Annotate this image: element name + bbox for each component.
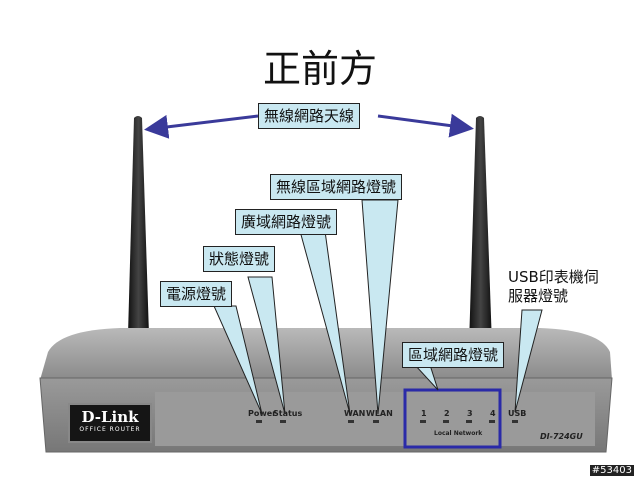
antenna-arrow-left: [144, 114, 259, 139]
watermark: #53403: [589, 465, 634, 476]
label-wlan: WLAN: [366, 409, 393, 418]
label-port-4: 4: [490, 409, 496, 418]
logo-subtitle: OFFICE ROUTER: [79, 426, 141, 433]
model-number: DI-724GU: [540, 432, 583, 441]
label-port-3: 3: [467, 409, 473, 418]
page-title: 正前方: [262, 47, 377, 91]
callout-usb-led-line1: USB印表機伺: [508, 268, 599, 286]
label-status: Status: [273, 409, 303, 418]
router-front-panel: [155, 392, 595, 446]
callout-status-led: 狀態燈號: [203, 246, 276, 272]
callout-lan-led: 區域網路燈號: [402, 342, 505, 368]
callout-pointers: [213, 199, 543, 415]
label-port-2: 2: [444, 409, 450, 418]
label-local-network: Local Network: [434, 430, 483, 437]
label-usb: USB: [508, 409, 527, 418]
callout-usb-led-line2: 服器燈號: [508, 287, 569, 305]
logo-brand: D-Link: [81, 408, 139, 426]
callout-power-led: 電源燈號: [160, 281, 233, 307]
label-power: Power: [248, 409, 277, 418]
local-network-highlight: [403, 388, 502, 449]
callout-wan-led: 廣域網路燈號: [235, 209, 338, 235]
left-antenna: [128, 116, 149, 335]
right-antenna: [469, 116, 492, 345]
label-port-1: 1: [421, 409, 427, 418]
label-wan: WAN: [344, 409, 366, 418]
dlink-logo: D-Link OFFICE ROUTER: [68, 403, 152, 443]
callout-antenna: 無線網路天線: [258, 103, 361, 129]
led-indicators: [256, 420, 518, 423]
callout-wlan-led: 無線區域網路燈號: [270, 174, 403, 200]
antenna-arrow-right: [377, 113, 474, 138]
